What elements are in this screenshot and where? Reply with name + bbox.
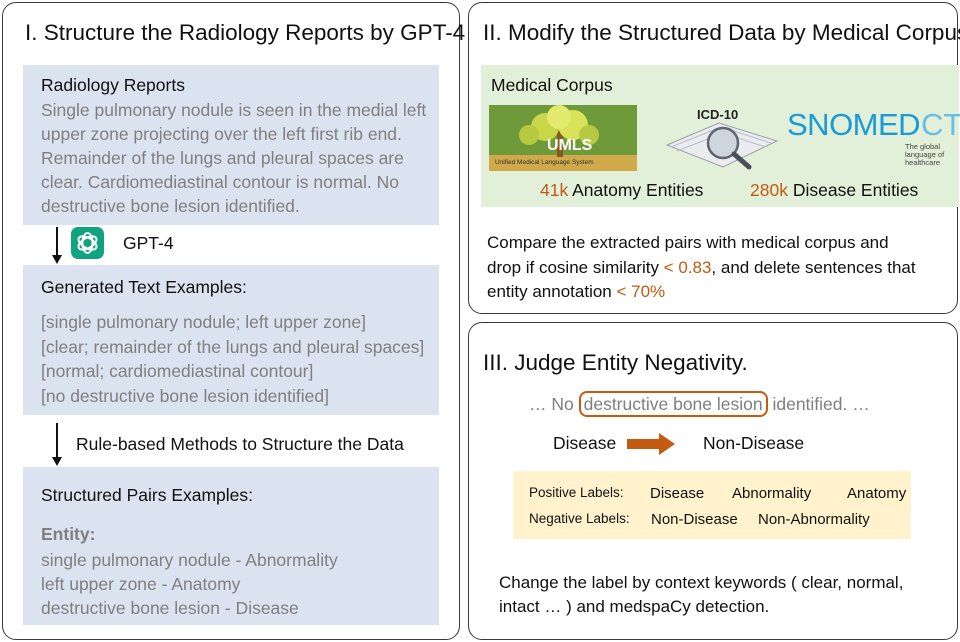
arrow-down-icon (52, 457, 62, 466)
negative-label-non-disease: Non-Disease (651, 511, 738, 528)
generated-line: [single pulmonary nodule; left upper zon… (41, 312, 366, 332)
radiology-reports-box: Radiology Reports Single pulmonary nodul… (23, 65, 439, 225)
to-label: Non-Disease (703, 433, 805, 453)
negative-label-non-abnormality: Non-Abnormality (758, 511, 870, 528)
report-line: Remainder of the lungs and pleural space… (41, 148, 404, 168)
negativity-description: Change the label by context keywords ( c… (499, 573, 904, 616)
structured-pairs-box: Structured Pairs Examples: Entity: singl… (23, 467, 439, 625)
generated-text-heading: Generated Text Examples: (41, 277, 247, 297)
anatomy-label: Anatomy Entities (572, 180, 704, 200)
disease-count: 280k (750, 180, 788, 200)
medical-corpus-heading: Medical Corpus (491, 75, 613, 95)
panel-structure-reports: I. Structure the Radiology Reports by GP… (2, 2, 465, 640)
entity-label: Entity: (41, 524, 96, 544)
radiology-reports-heading: Radiology Reports (41, 75, 185, 95)
generated-line: [normal; cardiomediastinal contour] (41, 361, 314, 381)
example-sentence: … No destructive bone lesion identified.… (529, 391, 870, 417)
structured-pairs-heading: Structured Pairs Examples: (41, 485, 254, 505)
snomed-ct-logo: SNOMED CT The global language of healthc… (787, 107, 960, 177)
tree-icon (489, 105, 637, 171)
negative-labels-title: Negative Labels: (529, 511, 630, 526)
positive-labels-title: Positive Labels: (529, 485, 624, 500)
positive-label-anatomy: Anatomy (847, 485, 907, 502)
report-line: destructive bone lesion identified. (41, 196, 300, 216)
generated-line: [clear; remainder of the lungs and pleur… (41, 336, 425, 357)
from-label: Disease (553, 433, 617, 453)
highlighted-entity: destructive bone lesion (578, 391, 768, 417)
arrow-down-icon (52, 255, 62, 264)
anatomy-count: 41k (540, 180, 569, 200)
annotation-threshold: < 70% (616, 282, 666, 301)
report-line: upper zone projecting over the left firs… (41, 124, 402, 144)
corpus-description: Compare the extracted pairs with medical… (487, 233, 916, 301)
pair-line: left upper zone - Anatomy (41, 574, 241, 594)
panel-modify-data: II. Modify the Structured Data by Medica… (468, 2, 960, 314)
icd10-logo: ICD-10 (663, 105, 781, 175)
generated-text-box: Generated Text Examples: [single pulmona… (23, 265, 439, 415)
arrow-right-icon (627, 433, 675, 455)
structured-pairs-list: single pulmonary nodule - Abnormality le… (41, 548, 338, 620)
rule-based-label: Rule-based Methods to Structure the Data (76, 434, 404, 454)
disease-label: Disease Entities (792, 180, 919, 200)
snomed-ct-text: CT (921, 107, 960, 142)
snomed-text: SNOMED (787, 107, 921, 142)
panel2-title: II. Modify the Structured Data by Medica… (483, 20, 960, 45)
magnifier-icon (665, 122, 779, 170)
snomed-tagline: The global language of healthcare (905, 142, 945, 167)
umls-logo: UMLS Unified Medical Language System (489, 105, 637, 171)
arrow-line (56, 423, 58, 459)
radiology-report-text: Single pulmonary nodule is seen in the m… (41, 98, 426, 218)
medical-corpus-box: Medical Corpus UMLS Unified Medical Lang… (481, 65, 960, 207)
report-line: Single pulmonary nodule is seen in the m… (41, 100, 427, 120)
gpt4-label: GPT-4 (123, 233, 174, 253)
generated-text-list: [single pulmonary nodule; left upper zon… (41, 310, 424, 408)
panel-judge-negativity: III. Judge Entity Negativity. … No destr… (468, 322, 958, 640)
arrow-line (56, 227, 58, 257)
similarity-threshold: < 0.83 (663, 257, 712, 277)
icd10-text: ICD-10 (697, 107, 739, 122)
pair-line: single pulmonary nodule - Abnormality (41, 550, 338, 570)
positive-label-abnormality: Abnormality (732, 485, 812, 502)
generated-line: [no destructive bone lesion identified] (41, 385, 329, 406)
pair-line: destructive bone lesion - Disease (41, 598, 299, 618)
anatomy-entities: 41k Anatomy Entities (540, 180, 703, 201)
labels-box: Positive Labels: Disease Abnormality Ana… (513, 471, 911, 539)
disease-entities: 280k Disease Entities (750, 180, 918, 201)
panel3-title: III. Judge Entity Negativity. (483, 350, 748, 375)
umls-subtext: Unified Medical Language System (495, 159, 594, 166)
umls-text: UMLS (547, 137, 593, 154)
report-line: clear. Cardiomediastinal contour is norm… (41, 172, 399, 192)
positive-label-disease: Disease (650, 485, 705, 502)
openai-logo-icon (71, 227, 104, 259)
panel1-title: I. Structure the Radiology Reports by GP… (25, 20, 466, 45)
